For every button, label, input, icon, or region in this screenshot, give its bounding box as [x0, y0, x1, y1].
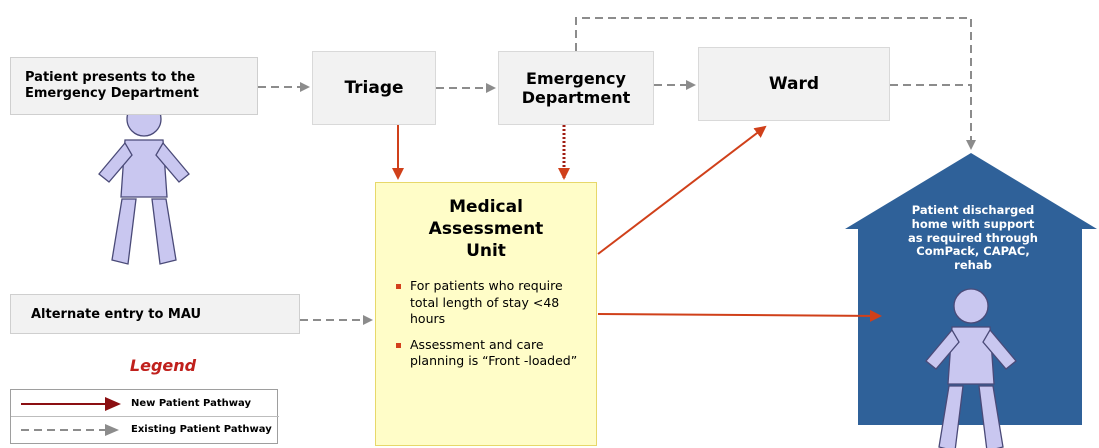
mau-title: Medical Assessment Unit — [376, 197, 596, 262]
emergency-department-line-2: Department — [521, 88, 631, 107]
alternate-entry-box: Alternate entry to MAU — [10, 294, 300, 334]
mau-bullet-item: For patients who require total length of… — [396, 278, 582, 328]
person-figure-icon — [98, 101, 190, 265]
alternate-entry-label: Alternate entry to MAU — [31, 306, 202, 322]
mau-bullet-item: Assessment and care planning is “Front -… — [396, 337, 582, 370]
ward-label: Ward — [768, 74, 820, 94]
arrow-ed-to-home-top — [575, 17, 976, 150]
medical-assessment-unit-box: Medical Assessment Unit For patients who… — [375, 182, 597, 446]
legend-existing-pathway-label: Existing Patient Pathway — [131, 424, 272, 435]
arrow-mau-to-home — [597, 309, 882, 322]
emergency-department-line-1: Emergency — [526, 68, 626, 88]
existing-pathway-arrow-icon — [21, 424, 119, 436]
legend-new-pathway-label: New Patient Pathway — [131, 398, 251, 409]
patient-presents-box: Patient presents to the Emergency Depart… — [10, 57, 258, 115]
legend-row-new-pathway: New Patient Pathway — [11, 392, 279, 417]
ward-box: Ward — [698, 47, 890, 121]
mau-title-line-1: Medical — [449, 197, 523, 217]
emergency-department-box: Emergency Department — [498, 51, 654, 125]
mau-title-line-3: Unit — [466, 240, 506, 261]
legend-row-existing-pathway: Existing Patient Pathway — [11, 418, 279, 442]
triage-box: Triage — [312, 51, 436, 125]
patient-presents-line-2: Emergency Department — [25, 86, 199, 101]
new-pathway-arrow-icon — [21, 397, 121, 411]
legend-title: Legend — [129, 356, 197, 375]
mau-title-line-2: Assessment — [428, 218, 544, 239]
discharge-label: Patient discharged home with support as … — [907, 203, 1038, 273]
patient-presents-line-1: Patient presents to the — [25, 69, 196, 85]
legend-box: New Patient Pathway Existing Patient Pat… — [10, 389, 279, 444]
mau-bullet-list: For patients who require total length of… — [376, 278, 596, 370]
triage-label: Triage — [344, 78, 404, 98]
arrow-mau-to-ward — [597, 125, 767, 255]
